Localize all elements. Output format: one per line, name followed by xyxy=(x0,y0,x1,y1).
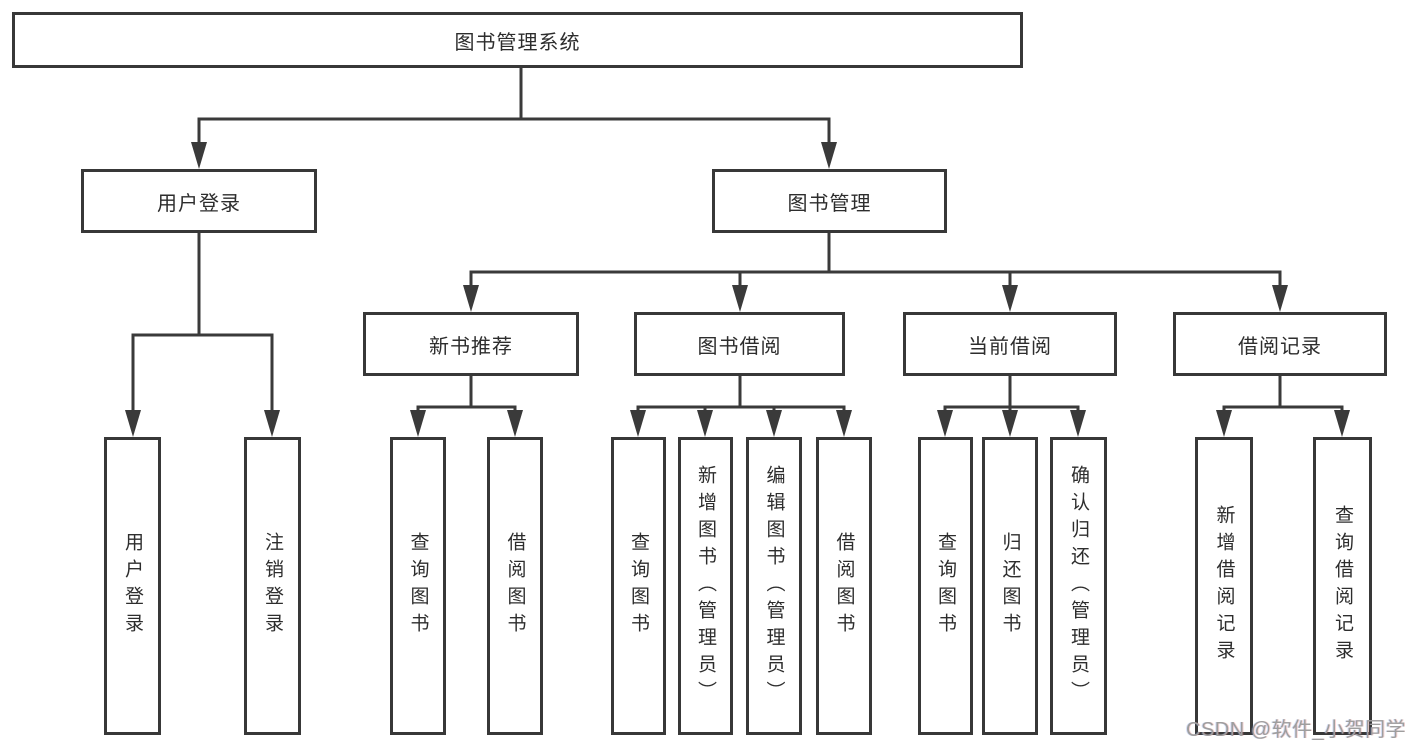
leaf-return-book: 归还图书 xyxy=(982,437,1038,735)
node-root: 图书管理系统 xyxy=(12,12,1023,68)
arrowhead-down-icon xyxy=(1334,410,1350,437)
leaf-edit-book-admin: 编辑图书（管理员） xyxy=(746,437,802,735)
leaf-add-book-admin: 新增图书（管理员） xyxy=(678,437,733,735)
leaf-label: 归还图书 xyxy=(999,532,1021,640)
node-user-login: 用户登录 xyxy=(81,169,317,233)
arrowhead-down-icon xyxy=(1002,285,1018,312)
leaf-label: 查询图书 xyxy=(628,532,649,640)
arrowhead-down-icon xyxy=(1070,410,1086,437)
connector-book-borrow-split xyxy=(636,405,846,424)
connector-book-mgmt-split xyxy=(469,270,1282,295)
arrowhead-down-icon xyxy=(697,410,713,437)
connector-user-login-split xyxy=(131,333,274,420)
arrowhead-down-icon xyxy=(937,410,953,437)
node-new-book-recommend: 新书推荐 xyxy=(363,312,579,376)
arrowhead-down-icon xyxy=(836,410,852,437)
leaf-query-borrow-record: 查询借阅记录 xyxy=(1313,437,1372,735)
arrowhead-down-icon xyxy=(507,410,523,437)
leaf-query-books-borrowing: 查询图书 xyxy=(611,437,666,735)
arrowhead-down-icon xyxy=(732,285,748,312)
node-current-borrowing: 当前借阅 xyxy=(903,312,1117,376)
arrowhead-down-icon xyxy=(264,410,280,437)
leaf-label: 注销登录 xyxy=(262,532,283,640)
leaf-label: 查询借阅记录 xyxy=(1332,505,1353,667)
leaf-label: 查询图书 xyxy=(407,532,429,640)
leaf-label: 新增图书（管理员） xyxy=(695,464,716,708)
arrowhead-down-icon xyxy=(1216,410,1232,437)
connector-records-split xyxy=(1222,405,1344,424)
leaf-label: 新增借阅记录 xyxy=(1213,505,1235,667)
arrowhead-down-icon xyxy=(630,410,646,437)
leaf-user-login: 用户登录 xyxy=(104,437,161,735)
arrowhead-down-icon xyxy=(766,410,782,437)
leaf-borrow-books-recommend: 借阅图书 xyxy=(487,437,543,735)
leaf-logout: 注销登录 xyxy=(244,437,301,735)
arrowhead-down-icon xyxy=(1002,410,1018,437)
leaf-label: 查询图书 xyxy=(935,532,956,640)
node-book-management: 图书管理 xyxy=(712,169,947,233)
leaf-label: 借阅图书 xyxy=(504,532,526,640)
leaf-label: 确认归还（管理员） xyxy=(1068,464,1089,708)
arrowhead-down-icon xyxy=(191,142,207,169)
leaf-query-books-current: 查询图书 xyxy=(918,437,973,735)
node-book-borrowing: 图书借阅 xyxy=(634,312,845,376)
leaf-label: 用户登录 xyxy=(122,532,143,640)
connector-root-split xyxy=(197,117,831,152)
leaf-label: 编辑图书（管理员） xyxy=(763,464,785,708)
leaf-confirm-return-admin: 确认归还（管理员） xyxy=(1050,437,1107,735)
leaf-add-borrow-record: 新增借阅记录 xyxy=(1195,437,1253,735)
arrowhead-down-icon xyxy=(821,142,837,169)
arrowhead-down-icon xyxy=(1272,285,1288,312)
leaf-borrow-books: 借阅图书 xyxy=(816,437,872,735)
csdn-watermark: CSDN @软件_小贺同学 xyxy=(1186,719,1405,741)
arrowhead-down-icon xyxy=(463,285,479,312)
leaf-label: 借阅图书 xyxy=(833,532,855,640)
leaf-query-books-recommend: 查询图书 xyxy=(390,437,446,735)
arrowhead-down-icon xyxy=(125,410,141,437)
node-borrowing-records: 借阅记录 xyxy=(1173,312,1387,376)
connector-new-book-split xyxy=(416,405,517,424)
arrowhead-down-icon xyxy=(410,410,426,437)
